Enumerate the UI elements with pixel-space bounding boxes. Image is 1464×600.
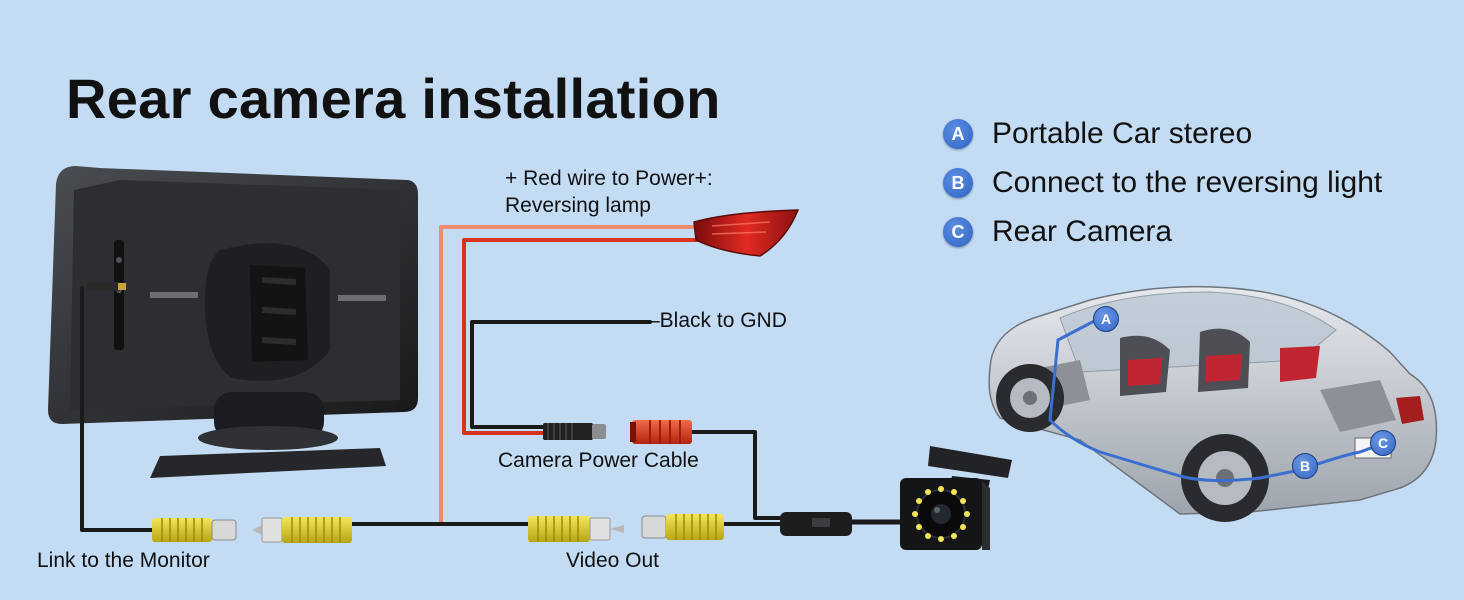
- red-wire-label-line1: + Red wire to Power+:: [505, 167, 713, 190]
- legend-badge-b: B: [943, 168, 973, 198]
- car-marker-a: A: [1093, 306, 1119, 332]
- black-wire-label: –Black to GND: [648, 309, 787, 332]
- red-wire-label: + Red wire to Power+: Reversing lamp: [505, 165, 713, 219]
- car-cutaway: [988, 285, 1438, 522]
- rear-camera: [900, 446, 1012, 550]
- cable-junction: [780, 512, 852, 536]
- car-marker-b: B: [1292, 453, 1318, 479]
- legend-item-c: C Rear Camera: [943, 214, 1172, 250]
- power-cable-label: Camera Power Cable: [498, 449, 699, 472]
- power-connector-female: [630, 420, 692, 444]
- rca-connector-camera-female: [641, 514, 724, 540]
- tail-lamp: [693, 209, 800, 257]
- legend-badge-a: A: [943, 119, 973, 149]
- legend-text-a: Portable Car stereo: [992, 117, 1253, 150]
- legend-item-b: B Connect to the reversing light: [943, 165, 1382, 201]
- rca-connector-video-male: [528, 516, 624, 542]
- legend-item-a: A Portable Car stereo: [943, 116, 1252, 152]
- power-connector-male: [543, 423, 606, 440]
- red-wire-label-line2: Reversing lamp: [505, 194, 651, 217]
- rca-connector-monitor-female: [152, 518, 237, 542]
- legend-text-b: Connect to the reversing light: [992, 166, 1383, 199]
- link-monitor-label: Link to the Monitor: [37, 549, 210, 572]
- legend-text-c: Rear Camera: [992, 215, 1173, 248]
- wiring: [80, 225, 908, 532]
- monitor: [48, 166, 418, 478]
- rca-connector-male-1: [252, 517, 352, 543]
- legend-badge-c: C: [943, 217, 973, 247]
- video-out-label: Video Out: [566, 549, 660, 572]
- page-title: Rear camera installation: [66, 67, 721, 130]
- car-marker-c: C: [1370, 430, 1396, 456]
